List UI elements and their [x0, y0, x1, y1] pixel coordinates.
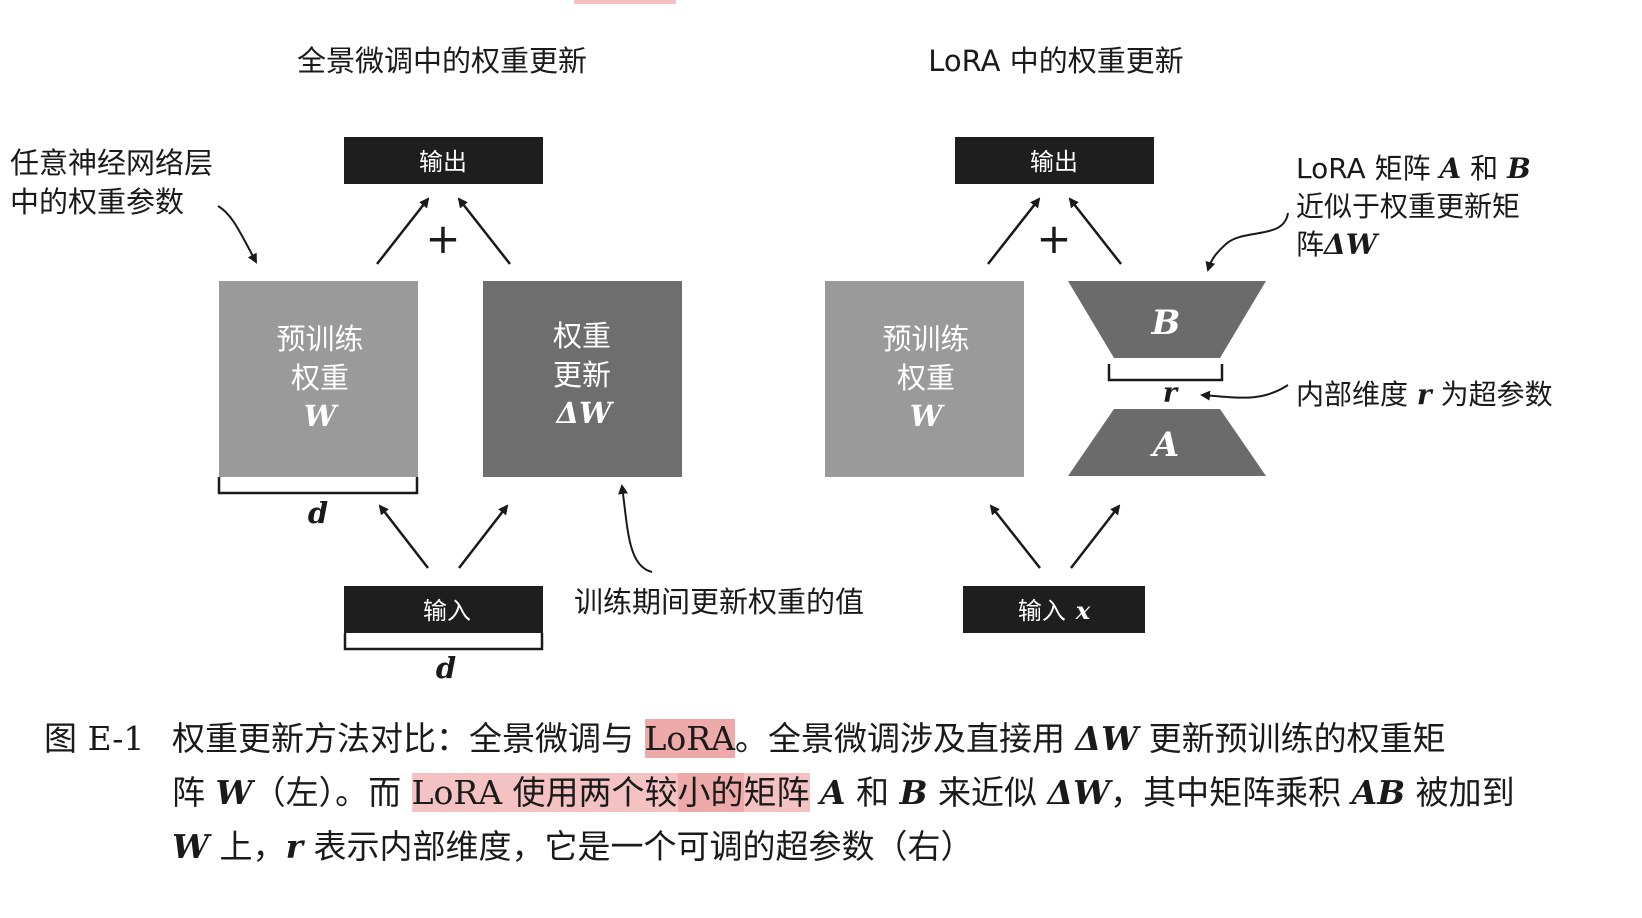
left-update-block [483, 281, 682, 477]
matrix-b-label: B [1151, 303, 1181, 343]
left-title: 全景微调中的权重更新 [297, 44, 587, 78]
left-pretrained-line1: 预训练 [276, 322, 363, 356]
caption-line-3: W 上，r 表示内部维度，它是一个可调的超参数（右） [172, 827, 974, 866]
caption-highlight-phrase: LoRA 使用两个较小的矩阵 [411, 773, 810, 812]
right-arrow-w-to-output [987, 197, 1041, 265]
annotation-lora-line2: 近似于权重更新矩 [1296, 190, 1520, 223]
left-pretrained-symbol: W [304, 399, 339, 433]
caption-label: 图 E-1 [44, 719, 145, 758]
rank-label: r [1163, 378, 1179, 409]
right-pretrained-line1: 预训练 [882, 322, 969, 356]
left-block-dim-label: d [308, 496, 328, 530]
matrix-a-label: A [1150, 425, 1179, 465]
right-arrow-input-to-ab [1070, 504, 1121, 569]
annotation-rank-text: 内部维度 r 为超参数 [1296, 378, 1553, 411]
right-input-symbol: x [1075, 596, 1091, 625]
left-pretrained-line2: 权重 [291, 361, 349, 395]
highlight-mark [574, 0, 676, 4]
left-output-label: 输出 [419, 148, 467, 176]
rank-bracket [1107, 364, 1224, 382]
left-update-line2: 更新 [553, 358, 611, 392]
left-block-dim-bracket [217, 477, 419, 495]
right-title: LoRA 中的权重更新 [928, 44, 1183, 78]
left-input-box [344, 586, 543, 633]
right-pretrained-block [825, 281, 1024, 477]
annotation-weights-line2: 中的权重参数 [10, 185, 184, 219]
left-arrow-input-to-w [378, 504, 429, 569]
right-arrow-input-to-w [989, 504, 1041, 569]
left-input-dim-bracket [343, 633, 544, 651]
right-input-label-group: 输入 x [1018, 596, 1091, 625]
left-output-box [344, 137, 543, 184]
matrix-a-trapezoid [1068, 409, 1266, 476]
annotation-update-arrow [618, 484, 653, 573]
left-update-symbol: ΔW [554, 396, 614, 430]
matrix-b-trapezoid [1068, 281, 1266, 358]
annotation-update-text: 训练期间更新权重的值 [574, 585, 864, 619]
annotation-lora-line1: LoRA 矩阵 A 和 B [1296, 152, 1531, 185]
left-input-dim-label: d [436, 651, 456, 685]
right-plus-sign: + [1036, 214, 1071, 263]
right-output-box [955, 137, 1154, 184]
right-output-label: 输出 [1030, 148, 1078, 176]
right-input-box [963, 586, 1145, 633]
left-arrow-w-to-output [376, 197, 430, 265]
annotation-rank-arrow [1200, 384, 1289, 401]
annotation-weights-line1: 任意神经网络层 [10, 146, 213, 180]
annotation-lora-arrow [1205, 212, 1289, 272]
caption-line-2: 阵 W（左）。而 LoRA 使用两个较小的矩阵 A 和 B 来近似 ΔW，其中矩… [172, 773, 1515, 812]
caption-highlight-lora: LoRA [644, 719, 735, 758]
right-pretrained-line2: 权重 [897, 361, 955, 395]
left-pretrained-block [219, 281, 418, 477]
annotation-weights-arrow [217, 205, 257, 264]
left-plus-sign: + [425, 214, 460, 263]
left-input-label: 输入 [423, 597, 471, 625]
left-arrow-input-to-dw [458, 504, 509, 569]
right-input-label: 输入 [1018, 597, 1066, 625]
left-update-line1: 权重 [553, 319, 611, 353]
right-pretrained-symbol: W [910, 399, 945, 433]
left-arrow-dw-to-output [457, 197, 511, 265]
right-arrow-ab-to-output [1068, 197, 1122, 265]
annotation-lora-line3: 阵ΔW [1296, 228, 1380, 261]
